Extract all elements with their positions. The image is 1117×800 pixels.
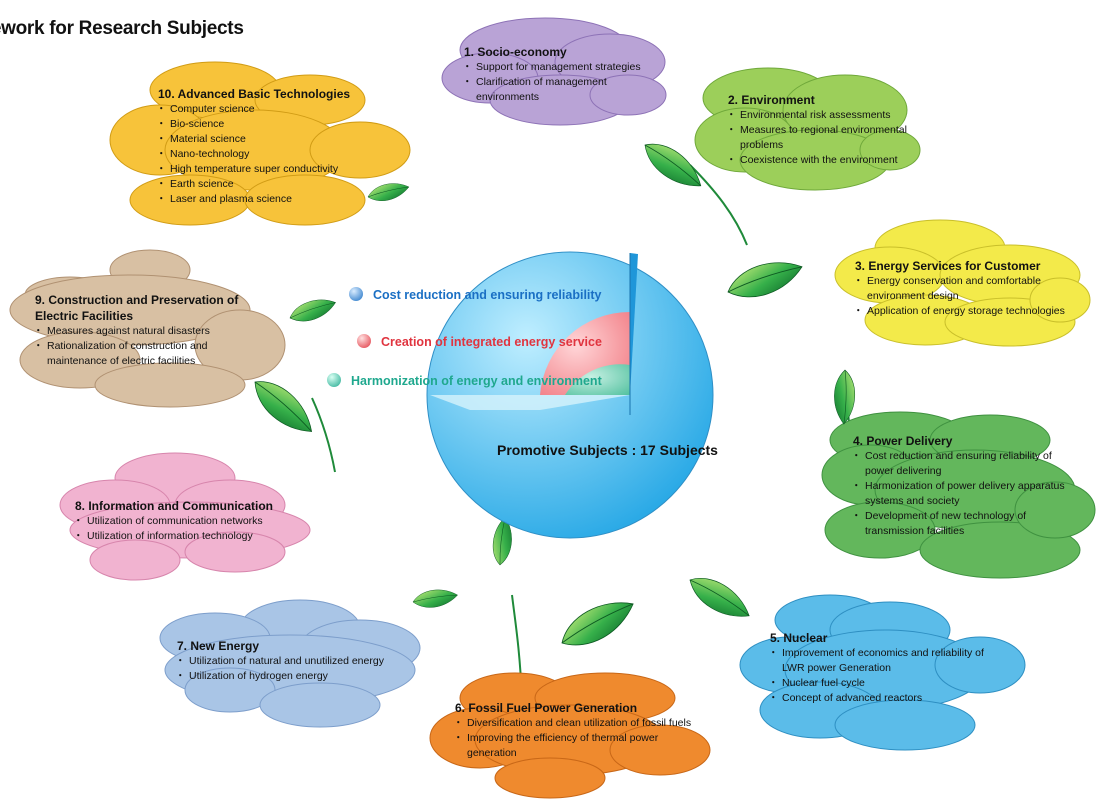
red-sphere-icon — [357, 334, 371, 348]
subject-item: Energy conservation and comfortable envi… — [853, 274, 1047, 304]
legend-cost-reduction: Cost reduction and ensuring reliability — [349, 287, 602, 302]
subject-item: Laser and plasma science — [156, 192, 378, 207]
subject-item: Nuclear fuel cycle — [768, 676, 1010, 691]
subject-heading: 4. Power Delivery — [853, 434, 953, 448]
subject-item: Utilization of natural and unutilized en… — [175, 654, 417, 669]
promotive-subjects-label: Promotive Subjects : 17 Subjects — [497, 442, 718, 458]
subject-item: Bio-science — [156, 117, 378, 132]
subject-item: Improving the efficiency of thermal powe… — [453, 731, 692, 761]
subject-item: Utilization of hydrogen energy — [175, 669, 417, 684]
subject-item: Utilization of information technology — [73, 529, 315, 544]
subject-heading: 5. Nuclear — [770, 631, 828, 645]
stem-construction — [311, 397, 336, 473]
subject-item: Application of energy storage technologi… — [853, 304, 1090, 319]
subject-item: Clarification of management environments — [462, 75, 664, 105]
subject-heading: 2. Environment — [728, 93, 815, 107]
legend-integrated-service: Creation of integrated energy service — [357, 334, 602, 349]
subject-item: Material science — [156, 132, 378, 147]
teal-sphere-icon — [327, 373, 341, 387]
subject-item: Concept of advanced reactors — [768, 691, 1010, 706]
subject-fossil-fuel: 6. Fossil Fuel Power Generation Diversif… — [453, 700, 695, 761]
subject-heading: 1. Socio-economy — [464, 45, 567, 59]
subject-information: 8. Information and Communication Utiliza… — [73, 498, 315, 544]
leaf-icon — [246, 369, 321, 444]
promotive-sphere — [426, 251, 714, 539]
subject-item: High temperature super conductivity — [156, 162, 378, 177]
subject-heading: 7. New Energy — [177, 639, 260, 653]
leaf-icon — [411, 587, 459, 610]
subject-item: Environmental risk assessments — [726, 108, 928, 123]
subject-item: Measures against natural disasters — [33, 324, 265, 339]
blue-sphere-icon — [349, 287, 363, 301]
leaf-icon — [553, 591, 642, 655]
subject-item: Coexistence with the environment — [726, 153, 928, 168]
page-title: amework for Research Subjects — [0, 18, 244, 39]
subject-construction: 9. Construction and Preservation of Elec… — [33, 292, 265, 369]
subject-energy-services: 3. Energy Services for Customer Energy c… — [853, 258, 1090, 319]
subject-item: Improvement of economics and reliability… — [768, 646, 1007, 676]
subject-advanced-technologies: 10. Advanced Basic Technologies Computer… — [156, 86, 378, 207]
subject-item: Utilization of communication networks — [73, 514, 315, 529]
subject-item: Computer science — [156, 102, 378, 117]
subject-item: Earth science — [156, 177, 378, 192]
subject-heading: 8. Information and Communication — [75, 499, 274, 513]
subject-item: Cost reduction and ensuring reliability … — [851, 449, 1068, 479]
subject-item: Harmonization of power delivery apparatu… — [851, 479, 1068, 509]
stem-environment — [689, 164, 748, 246]
subject-item: Diversification and clean utilization of… — [453, 716, 692, 731]
subject-power-delivery: 4. Power Delivery Cost reduction and ens… — [851, 433, 1068, 539]
subject-new-energy: 7. New Energy Utilization of natural and… — [175, 638, 417, 684]
subject-heading: 6. Fossil Fuel Power Generation — [455, 701, 638, 715]
subject-item: Rationalization of construction and main… — [33, 339, 247, 369]
leaf-icon — [723, 254, 807, 305]
subject-heading: 10. Advanced Basic Technologies — [158, 87, 351, 101]
subject-socio-economy: 1. Socio-economy Support for management … — [462, 44, 664, 105]
subject-heading: 3. Energy Services for Customer — [855, 259, 1041, 273]
subject-heading: 9. Construction and Preservation of Elec… — [35, 293, 239, 323]
subject-environment: 2. Environment Environmental risk assess… — [726, 92, 928, 168]
leaf-icon — [683, 567, 756, 629]
subject-item: Development of new technology of transmi… — [851, 509, 1055, 539]
subject-nuclear: 5. Nuclear Improvement of economics and … — [768, 630, 1010, 706]
legend-harmonization: Harmonization of energy and environment — [327, 373, 602, 388]
leaf-icon — [831, 368, 858, 426]
subject-item: Measures to regional environmental probl… — [726, 123, 928, 153]
subject-item: Nano-technology — [156, 147, 378, 162]
leaf-icon — [286, 294, 339, 326]
subject-item: Support for management strategies — [462, 60, 664, 75]
